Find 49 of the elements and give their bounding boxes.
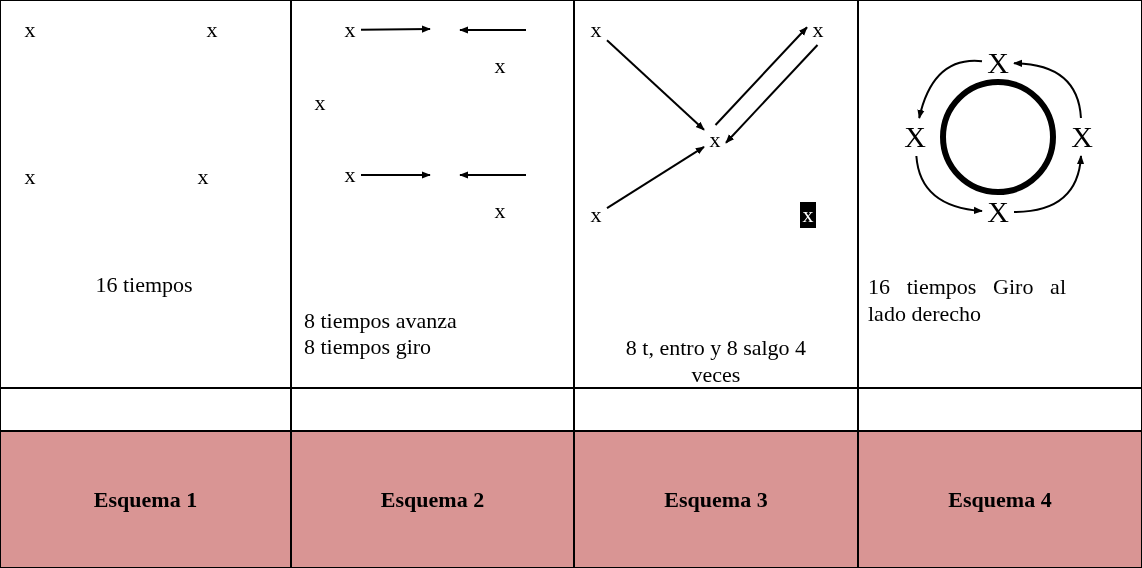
arrow [1013,155,1084,213]
dancer-mark: X [985,196,1011,228]
dancer-mark: x [492,199,508,223]
arrow [360,171,431,179]
dancer-mark: x [22,165,38,189]
dancer-mark: x [22,18,38,42]
dancer-mark: x [810,18,826,42]
arrow [725,44,819,144]
scheme-heading: Esquema 2 [380,486,485,513]
table-cell [291,0,574,388]
scheme-heading: Esquema 3 [664,486,768,513]
dancer-mark: x [342,163,358,187]
table-cell [0,388,291,431]
caption-text: 8 tiempos avanza [304,307,458,334]
dancer-mark: x [800,202,816,228]
dancer-mark: x [492,54,508,78]
caption-text: 16 tiempos [94,271,194,298]
dancer-mark: x [195,165,211,189]
dancer-mark: X [985,47,1011,79]
header-cell [858,431,1142,568]
dancer-mark: X [902,121,928,153]
header-cell [0,431,291,568]
caption-text: 8 tiempos giro [304,333,433,360]
arrow [917,59,983,119]
dancer-mark: x [707,128,723,152]
arrow [606,145,705,210]
scheme-heading: Esquema 1 [93,486,198,513]
arrow [915,155,983,214]
header-cell [291,431,574,568]
caption-text: 16 tiempos Giro al lado derecho [868,273,1066,327]
table-cell [574,0,858,388]
dancer-mark: x [588,203,604,227]
dancer-mark: X [1069,121,1095,153]
header-cell [574,431,858,568]
dancer-mark: x [204,18,220,42]
dancer-mark: x [342,18,358,42]
scheme-heading: Esquema 4 [948,486,1052,513]
caption-text: 8 t, entro y 8 salgo 4 veces [624,334,808,388]
dancer-mark: x [588,18,604,42]
arrow [606,39,705,131]
table-cell [291,388,574,431]
table-cell [574,388,858,431]
table-cell [0,0,291,388]
arrow [360,25,431,33]
table-cell [858,388,1142,431]
dancer-mark: x [312,91,328,115]
table-cell [858,0,1142,388]
arrow [714,26,808,126]
arrow [1013,60,1082,119]
